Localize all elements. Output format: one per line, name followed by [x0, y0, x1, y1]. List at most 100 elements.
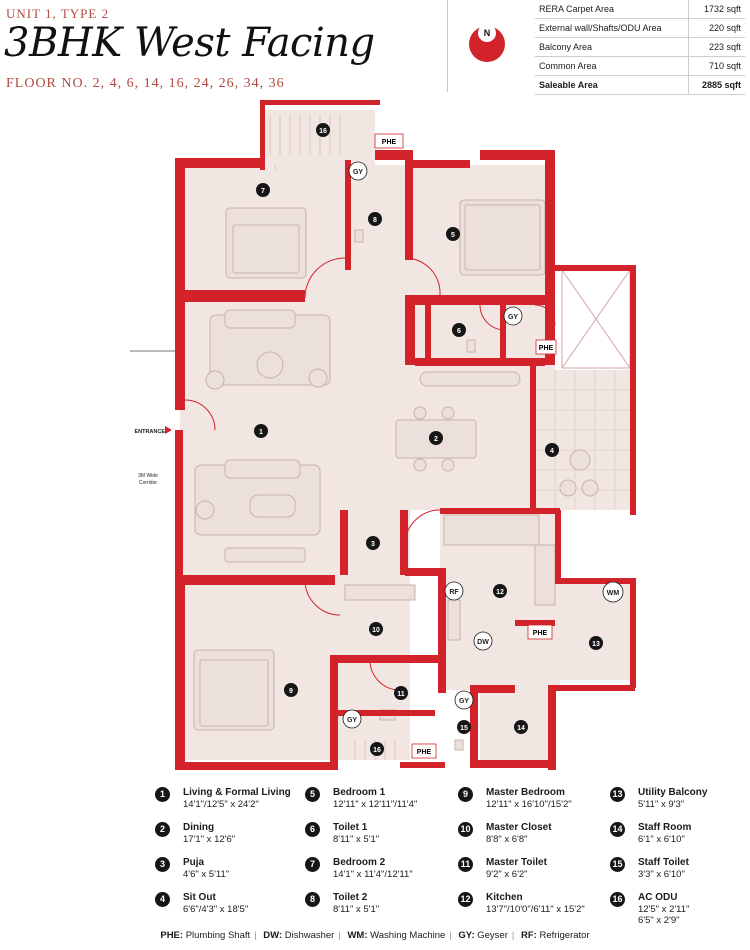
legend-dims: 5'11" x 9'3"	[638, 799, 685, 810]
legend-name: Toilet 2	[333, 892, 368, 903]
legend-name: Kitchen	[486, 892, 523, 903]
legend-name: Bedroom 2	[333, 857, 386, 868]
legend-number: 10	[458, 822, 473, 837]
legend-dims: 6'5" x 2'9"	[638, 915, 680, 926]
footer-text: Geyser	[474, 930, 508, 941]
room-marker: 4	[550, 448, 554, 455]
room-marker: 16	[319, 128, 327, 135]
legend-dims: 14'1" x 11'4"/12'11"	[333, 869, 413, 880]
unit-type-label: UNIT 1, TYPE 2	[6, 6, 110, 21]
legend-dims: 3'3" x 6'10"	[638, 869, 685, 880]
footer-abbr: DW:	[263, 930, 283, 941]
room-marker: 1	[259, 429, 263, 436]
legend-name: Staff Toilet	[638, 857, 689, 868]
corridor-label: Corridor	[139, 480, 157, 486]
legend-dims: 12'11" x 12'11"/11'4"	[333, 799, 418, 810]
legend-number: 14	[610, 822, 625, 837]
phe-tag: PHE	[417, 749, 432, 756]
legend-dims: 4'6" x 5'11"	[183, 869, 230, 880]
wm-tag: WM	[607, 590, 620, 597]
legend-dims: 8'8" x 6'8"	[486, 834, 528, 845]
floor-plan: ENTRANCE 3M Wide Corridor PHE PHE PHE PH…	[130, 100, 636, 770]
footer-item: DW: Dishwasher	[263, 930, 334, 941]
legend-name: Staff Room	[638, 822, 692, 833]
area-label: External wall/Shafts/ODU Area	[535, 18, 689, 38]
footer-abbr: WM:	[347, 930, 368, 941]
legend-number: 6	[305, 822, 320, 837]
room-marker: 11	[397, 691, 405, 698]
legend-name: Master Bedroom	[486, 787, 565, 798]
legend-number: 7	[305, 857, 320, 872]
gy-tag: GY	[459, 698, 469, 705]
room-marker: 10	[372, 627, 380, 634]
room-marker: 6	[457, 328, 461, 335]
rf-tag: RF	[449, 589, 459, 596]
gy-tag: GY	[347, 717, 357, 724]
legend-number: 15	[610, 857, 625, 872]
page-title: 3BHK West Facing	[4, 20, 375, 66]
phe-tag: PHE	[533, 630, 548, 637]
legend-name: Sit Out	[183, 892, 216, 903]
legend-number: 11	[458, 857, 473, 872]
compass-label: N	[478, 24, 496, 42]
legend-name: Living & Formal Living	[183, 787, 291, 798]
room-marker: 2	[434, 436, 438, 443]
footer-abbr: PHE:	[160, 930, 184, 941]
legend-number: 5	[305, 787, 320, 802]
header-divider	[447, 0, 448, 92]
gy-tag: GY	[353, 169, 363, 176]
legend-name: Utility Balcony	[638, 787, 708, 798]
abbreviation-footer: PHE: Plumbing Shaft| DW: Dishwasher| WM:…	[160, 930, 590, 941]
phe-tag: PHE	[539, 345, 554, 352]
area-value: 220 sqft	[688, 18, 745, 38]
corridor-label: 3M Wide	[138, 473, 158, 479]
room-marker: 13	[592, 641, 600, 648]
area-value: 1732 sqft	[688, 0, 745, 19]
footer-text: Refrigerator	[536, 930, 590, 941]
legend-dims: 9'2" x 6'2"	[486, 869, 528, 880]
legend-dims: 6'6"/4'3" x 18'5"	[183, 904, 249, 915]
room-marker: 8	[373, 217, 377, 224]
legend-number: 2	[155, 822, 170, 837]
room-marker: 16	[373, 747, 381, 754]
entrance-corridor	[130, 350, 175, 434]
floor-numbers: FLOOR NO. 2, 4, 6, 14, 16, 24, 26, 34, 3…	[6, 76, 285, 91]
legend-name: Toilet 1	[333, 822, 368, 833]
room-marker: 5	[451, 232, 455, 239]
legend-name: AC ODU	[638, 892, 678, 903]
north-compass-icon: N	[469, 24, 505, 62]
area-label: RERA Carpet Area	[535, 0, 689, 19]
footer-item: RF: Refrigerator	[521, 930, 590, 941]
room-marker: 7	[261, 188, 265, 195]
entrance-arrow-icon	[165, 426, 172, 434]
phe-tag: PHE	[382, 139, 397, 146]
footer-text: Plumbing Shaft	[183, 930, 251, 941]
footer-text: Dishwasher	[282, 930, 335, 941]
footer-text: Washing Machine	[367, 930, 446, 941]
room-marker: 15	[460, 725, 468, 732]
legend-name: Dining	[183, 822, 215, 833]
legend-dims: 17'1" x 12'6"	[183, 834, 236, 845]
tag-labels: PHE PHE PHE PHE	[374, 133, 557, 759]
entrance-label: ENTRANCE	[134, 429, 165, 435]
legend-dims: 12'5" x 2'11"	[638, 904, 690, 915]
legend-number: 13	[610, 787, 625, 802]
legend-name: Bedroom 1	[333, 787, 386, 798]
area-value: 2885 sqft	[688, 75, 745, 95]
legend-number: 1	[155, 787, 170, 802]
legend-number: 12	[458, 892, 473, 907]
room-marker: 9	[289, 688, 293, 695]
area-label: Saleable Area	[535, 75, 689, 95]
room-marker: 12	[496, 589, 504, 596]
area-label: Balcony Area	[535, 37, 689, 57]
furniture	[193, 199, 599, 751]
legend-number: 16	[610, 892, 625, 907]
legend-number: 8	[305, 892, 320, 907]
footer-abbr: GY:	[458, 930, 475, 941]
legend-name: Puja	[183, 857, 205, 868]
gy-tag: GY	[508, 314, 518, 321]
